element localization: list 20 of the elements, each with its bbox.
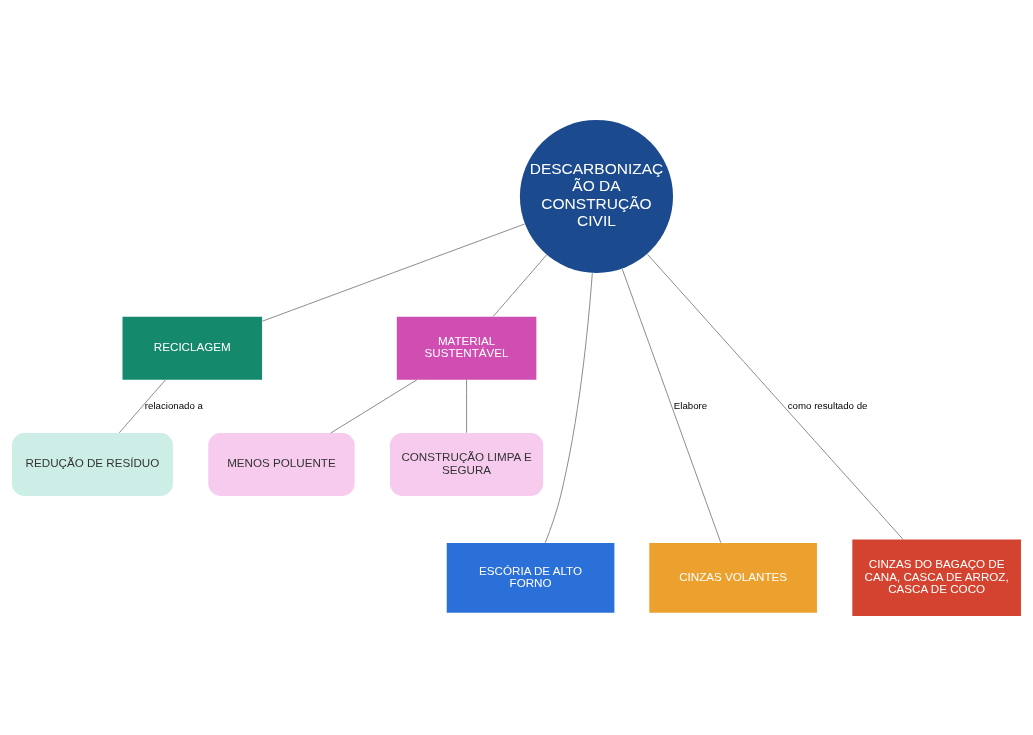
node-box: CINZAS VOLANTES [649, 542, 817, 613]
connector [466, 378, 468, 433]
node-box: CINZAS DO BAGAÇO DE CANA, CASCA DE ARROZ, CASCA DE COCO [852, 539, 1021, 616]
connector [261, 223, 526, 322]
connector [118, 378, 167, 433]
node-box: MATERIAL SUSTENTÁVEL [396, 316, 537, 380]
edge-label: Elabore [673, 399, 708, 411]
connector [544, 272, 593, 543]
node-box: ESCÓRIA DE ALTO FORNO [446, 542, 615, 613]
node-box: RECICLAGEM [122, 316, 263, 380]
edge-label: relacionado a [144, 399, 203, 411]
edge-label: como resultado de [787, 399, 868, 411]
connector [646, 253, 904, 540]
node-circle: DESCARBONIZAÇÃO DA CONSTRUÇÃO CIVIL [519, 119, 674, 273]
node-box: CONSTRUÇÃO LIMPA E SEGURA [390, 432, 544, 496]
connector [330, 378, 418, 433]
node-box: MENOS POLUENTE [208, 432, 355, 496]
connector [492, 253, 548, 317]
node-box: REDUÇÃO DE RESÍDUO [12, 432, 173, 496]
connector [621, 267, 722, 543]
